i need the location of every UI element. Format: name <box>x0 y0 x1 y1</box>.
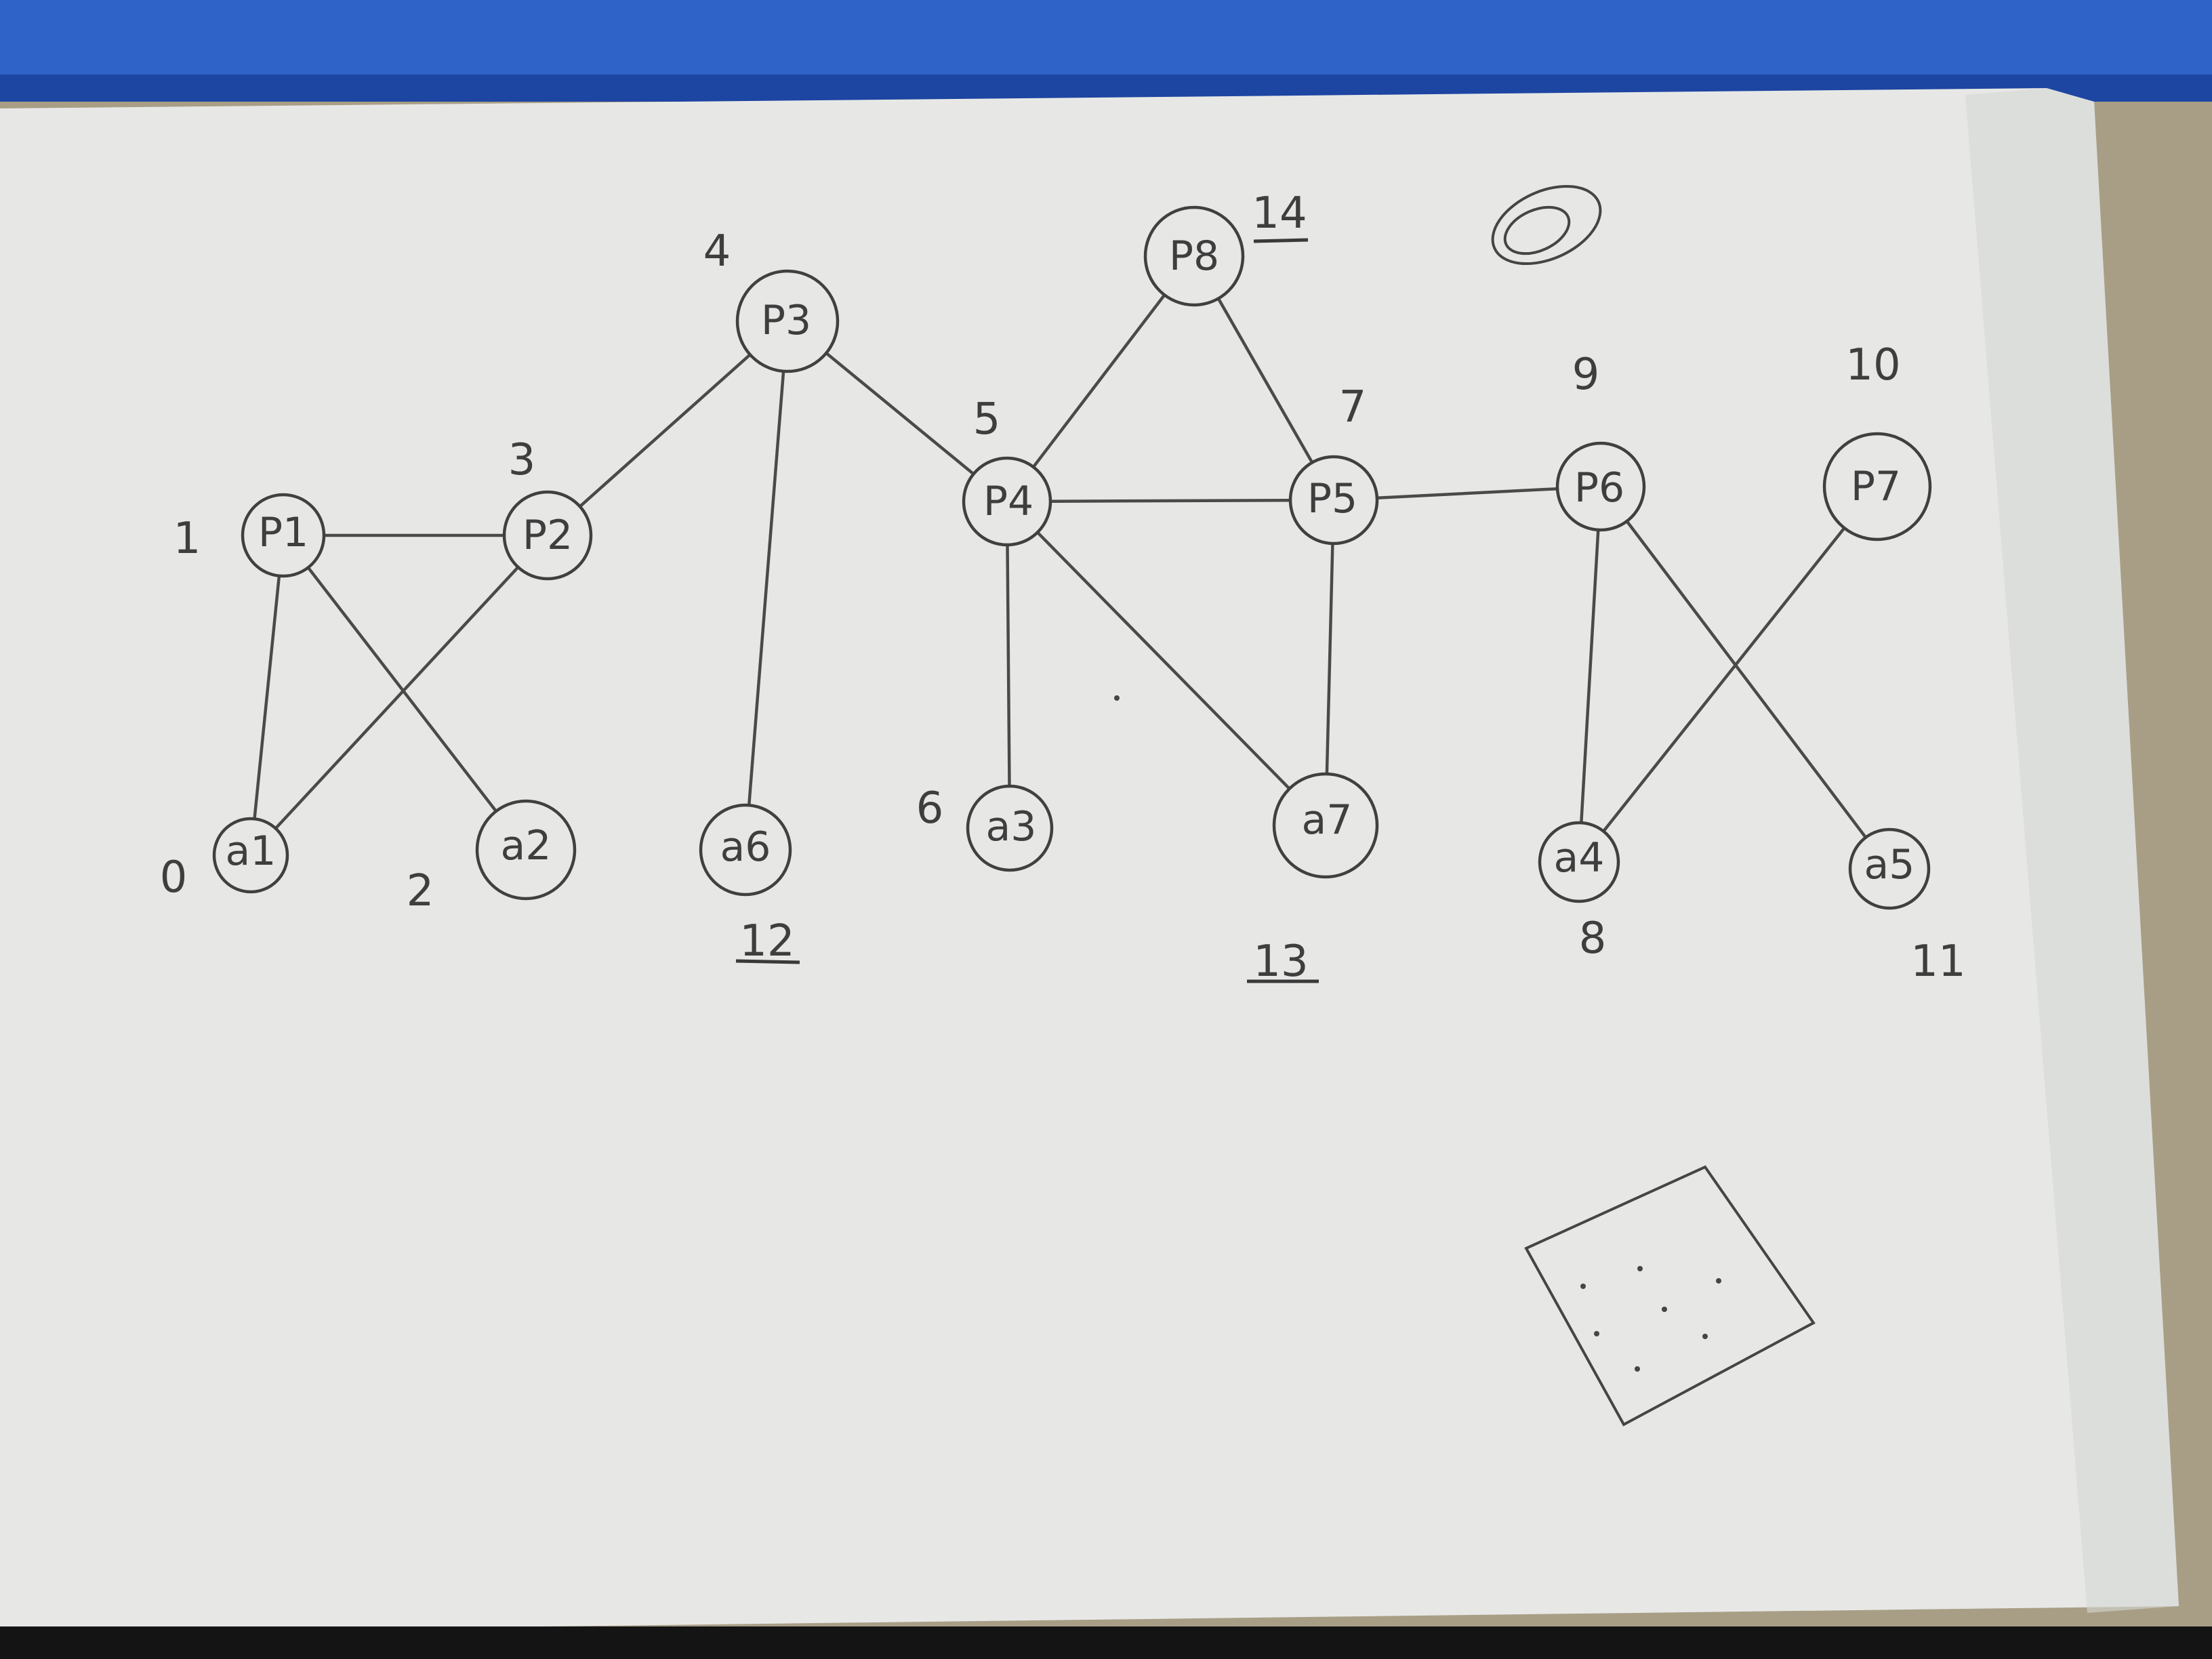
edge-p6-a4 <box>1580 528 1600 825</box>
index-underlines <box>735 238 1319 983</box>
node-label-a7: a7 <box>1302 796 1353 844</box>
index-label-a3: 6 <box>916 783 944 834</box>
index-label-p4: 5 <box>973 394 1001 445</box>
doodle-dot <box>1662 1307 1667 1312</box>
node-label-p2: P2 <box>523 512 573 559</box>
node-circle-a6 <box>699 803 792 897</box>
node-label-p4: P4 <box>983 478 1033 525</box>
node-label-p6: P6 <box>1574 464 1624 512</box>
doodle-dot <box>1702 1334 1708 1339</box>
doodle-dot <box>1635 1366 1640 1372</box>
underline-12 <box>735 959 800 964</box>
node-circle-a3 <box>966 784 1054 872</box>
edge-p1-a2 <box>306 566 498 813</box>
node-label-a1: a1 <box>226 827 276 875</box>
node-circle-p7 <box>1822 432 1932 541</box>
edge-p5-p6 <box>1375 487 1559 500</box>
node-circle-p8 <box>1143 205 1245 307</box>
node-circle-p5 <box>1288 455 1379 546</box>
node-circle-p1 <box>241 493 326 578</box>
index-label-p2: 3 <box>508 435 536 485</box>
edge-p2-p3 <box>578 353 752 508</box>
node-label-p5: P5 <box>1307 475 1357 523</box>
node-label-a5: a5 <box>1864 841 1915 888</box>
node-circle-a5 <box>1848 827 1931 910</box>
index-label-p6: 9 <box>1572 350 1600 400</box>
doodle-dot <box>1637 1266 1643 1271</box>
node-circle-a2 <box>475 799 577 901</box>
node-label-p7: P7 <box>1851 463 1901 510</box>
edge-p3-p4 <box>824 351 975 476</box>
pencil-square-doodle <box>1524 1165 1816 1427</box>
node-circle-a4 <box>1538 821 1620 903</box>
edge-p3-a6 <box>747 369 785 807</box>
doodle-dots <box>1580 1266 1721 1372</box>
edge-p5-a7 <box>1325 541 1334 776</box>
node-label-a4: a4 <box>1554 834 1605 882</box>
edge-p8-p5 <box>1216 297 1314 464</box>
index-label-p8: 14 <box>1252 188 1307 239</box>
edge-p4-p8 <box>1031 293 1166 469</box>
paper-sheet <box>0 88 2179 1633</box>
edge-p2-a1 <box>274 565 520 830</box>
edge-p1-a1 <box>253 574 281 821</box>
index-label-p1: 1 <box>173 514 201 564</box>
node-circle-p4 <box>962 456 1052 547</box>
graph-nodes <box>212 205 1932 910</box>
stray-pencil-marks <box>1114 184 1816 1427</box>
index-label-a1: 0 <box>160 853 188 903</box>
dark-floor-strip <box>0 1626 2212 1659</box>
node-label-p1: P1 <box>258 509 308 556</box>
node-circle-a7 <box>1272 772 1379 879</box>
stray-dot <box>1114 695 1120 701</box>
index-label-a6: 12 <box>739 916 794 966</box>
edge-p4-p5 <box>1048 499 1292 503</box>
index-label-a4: 8 <box>1579 914 1607 964</box>
pencil-scribble-oval-inner <box>1503 205 1571 255</box>
node-circle-p3 <box>735 269 840 373</box>
pencil-scribble-oval <box>1491 184 1602 266</box>
index-label-p7: 10 <box>1845 340 1900 390</box>
index-label-a7: 13 <box>1253 937 1308 987</box>
doodle-dot <box>1594 1331 1599 1336</box>
edge-p4-a7 <box>1036 531 1291 791</box>
node-label-a6: a6 <box>720 823 771 871</box>
node-label-a2: a2 <box>501 822 552 869</box>
edge-p7-a4 <box>1601 526 1846 833</box>
index-label-a2: 2 <box>407 866 434 916</box>
index-label-a5: 11 <box>1910 937 1965 987</box>
node-circle-p6 <box>1555 441 1646 532</box>
node-circle-p2 <box>502 490 593 581</box>
paper-right-shading <box>1965 88 2179 1613</box>
node-label-p3: P3 <box>761 297 811 344</box>
node-label-p8: P8 <box>1169 232 1219 280</box>
edge-p4-a3 <box>1006 543 1011 788</box>
doodle-dot <box>1580 1284 1586 1289</box>
index-label-p5: 7 <box>1339 382 1367 432</box>
graph-labels: P1 P2 P3 P4 P5 P6 P7 P8 a1 a2 a6 a3 a7 a… <box>160 188 1966 987</box>
doodle-dot <box>1716 1278 1721 1284</box>
node-circle-a1 <box>212 817 289 894</box>
underline-14 <box>1253 238 1309 243</box>
index-label-p3: 4 <box>703 226 731 276</box>
graph-edges <box>253 293 1868 839</box>
node-label-a3: a3 <box>986 803 1037 851</box>
edge-p6-a5 <box>1625 519 1868 839</box>
